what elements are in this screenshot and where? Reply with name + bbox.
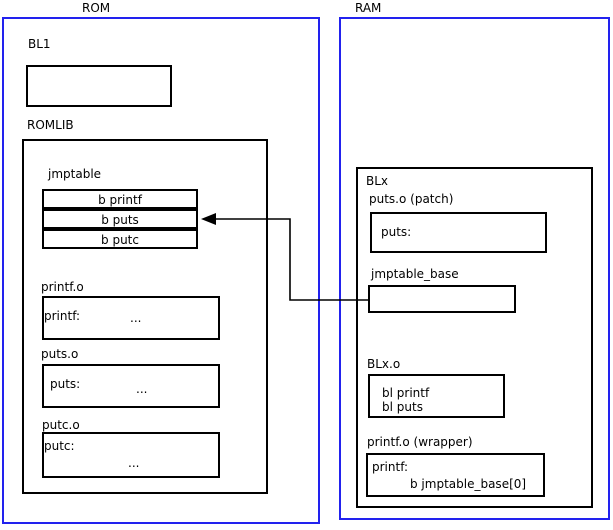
printf-wrapper-label: printf.o (wrapper) bbox=[367, 435, 473, 449]
ram-region-label: RAM bbox=[355, 1, 382, 15]
jmptable-row-b-putc: b putc bbox=[42, 229, 198, 249]
romlib-puts-o-box: puts: ... bbox=[42, 364, 220, 408]
jmptable-row-b-puts-text: b puts bbox=[101, 213, 139, 227]
blx-puts-patch-label: puts.o (patch) bbox=[369, 192, 454, 206]
romlib-puts-o-label: puts.o bbox=[41, 347, 79, 361]
romlib-putc-o-label: putc.o bbox=[42, 418, 80, 432]
bl1-label: BL1 bbox=[28, 37, 51, 51]
printf-wrapper-symbol: printf: bbox=[372, 460, 409, 474]
rom-region-label: ROM bbox=[82, 1, 111, 15]
romlib-putc-o-box: putc: ... bbox=[42, 432, 220, 478]
romlib-putc-symbol: putc: bbox=[44, 439, 75, 453]
blx-label: BLx bbox=[366, 174, 389, 188]
jmptable-base-label: jmptable_base bbox=[371, 267, 459, 281]
romlib-label: ROMLIB bbox=[27, 118, 74, 132]
printf-wrapper-instruction: b jmptable_base[0] bbox=[410, 477, 527, 491]
romlib-putc-ellipsis: ... bbox=[128, 456, 140, 470]
jmptable-base-box bbox=[368, 285, 516, 313]
romlib-puts-symbol: puts: bbox=[50, 377, 81, 391]
romlib-printf-o-label: printf.o bbox=[41, 280, 84, 294]
bl1-box bbox=[26, 65, 172, 107]
romlib-printf-ellipsis: ... bbox=[130, 311, 142, 325]
jmptable-row-b-printf-text: b printf bbox=[98, 193, 142, 207]
blx-puts-patch-box: puts: bbox=[370, 212, 547, 253]
romlib-printf-symbol: printf: bbox=[44, 309, 81, 323]
jmptable-row-b-puts: b puts bbox=[42, 209, 198, 229]
jmptable-label: jmptable bbox=[48, 167, 102, 181]
blx-o-line-bl-printf: bl printf bbox=[382, 386, 430, 400]
blx-o-label: BLx.o bbox=[367, 357, 401, 371]
blx-o-box: bl printf bl puts bbox=[368, 374, 505, 418]
jmptable-row-b-printf: b printf bbox=[42, 189, 198, 209]
romlib-printf-o-box: printf: ... bbox=[42, 296, 220, 340]
blx-o-line-bl-puts: bl puts bbox=[382, 400, 423, 414]
blx-puts-patch-symbol: puts: bbox=[381, 225, 412, 239]
romlib-puts-ellipsis: ... bbox=[136, 382, 148, 396]
printf-wrapper-box: printf: b jmptable_base[0] bbox=[366, 453, 545, 497]
jmptable-row-b-putc-text: b putc bbox=[101, 233, 139, 247]
